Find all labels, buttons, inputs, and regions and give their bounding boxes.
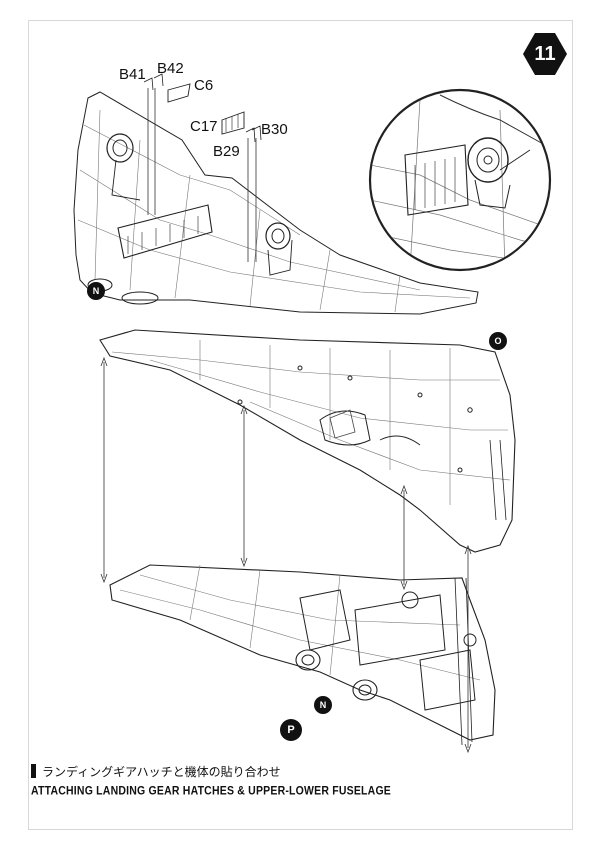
caption-bar-icon — [31, 764, 36, 778]
marker-o: O — [489, 332, 507, 350]
assembly-drawing — [73, 73, 552, 754]
caption-japanese-row: ランディングギアハッチと機体の貼り合わせ — [31, 762, 551, 780]
lower-fuselage-half — [109, 564, 496, 746]
step-badge: 11 — [522, 32, 568, 76]
part-label-b30: B30 — [261, 121, 288, 138]
magnify-detail-icon — [368, 88, 552, 272]
step-number: 11 — [534, 43, 556, 65]
part-label-c17: C17 — [190, 118, 218, 135]
part-label-c6: C6 — [194, 77, 214, 94]
marker-n-bottom: N — [314, 696, 332, 714]
page-frame — [28, 20, 573, 830]
part-label-b41: B41 — [119, 66, 146, 83]
alignment-arrows — [100, 356, 472, 754]
caption-english: ATTACHING LANDING GEAR HATCHES & UPPER-L… — [31, 784, 392, 798]
caption-japanese: ランディングギアハッチと機体の貼り合わせ — [42, 764, 281, 779]
step-caption: ランディングギアハッチと機体の貼り合わせ ATTACHING LANDING G… — [31, 762, 551, 798]
hexagon-step-icon — [523, 33, 567, 75]
upper-subassembly — [73, 73, 479, 315]
part-label-b29: B29 — [213, 143, 240, 160]
marker-p: P — [280, 719, 302, 741]
marker-n-top: N — [87, 282, 105, 300]
upper-fuselage-half — [99, 329, 516, 553]
part-label-b42: B42 — [157, 60, 184, 77]
